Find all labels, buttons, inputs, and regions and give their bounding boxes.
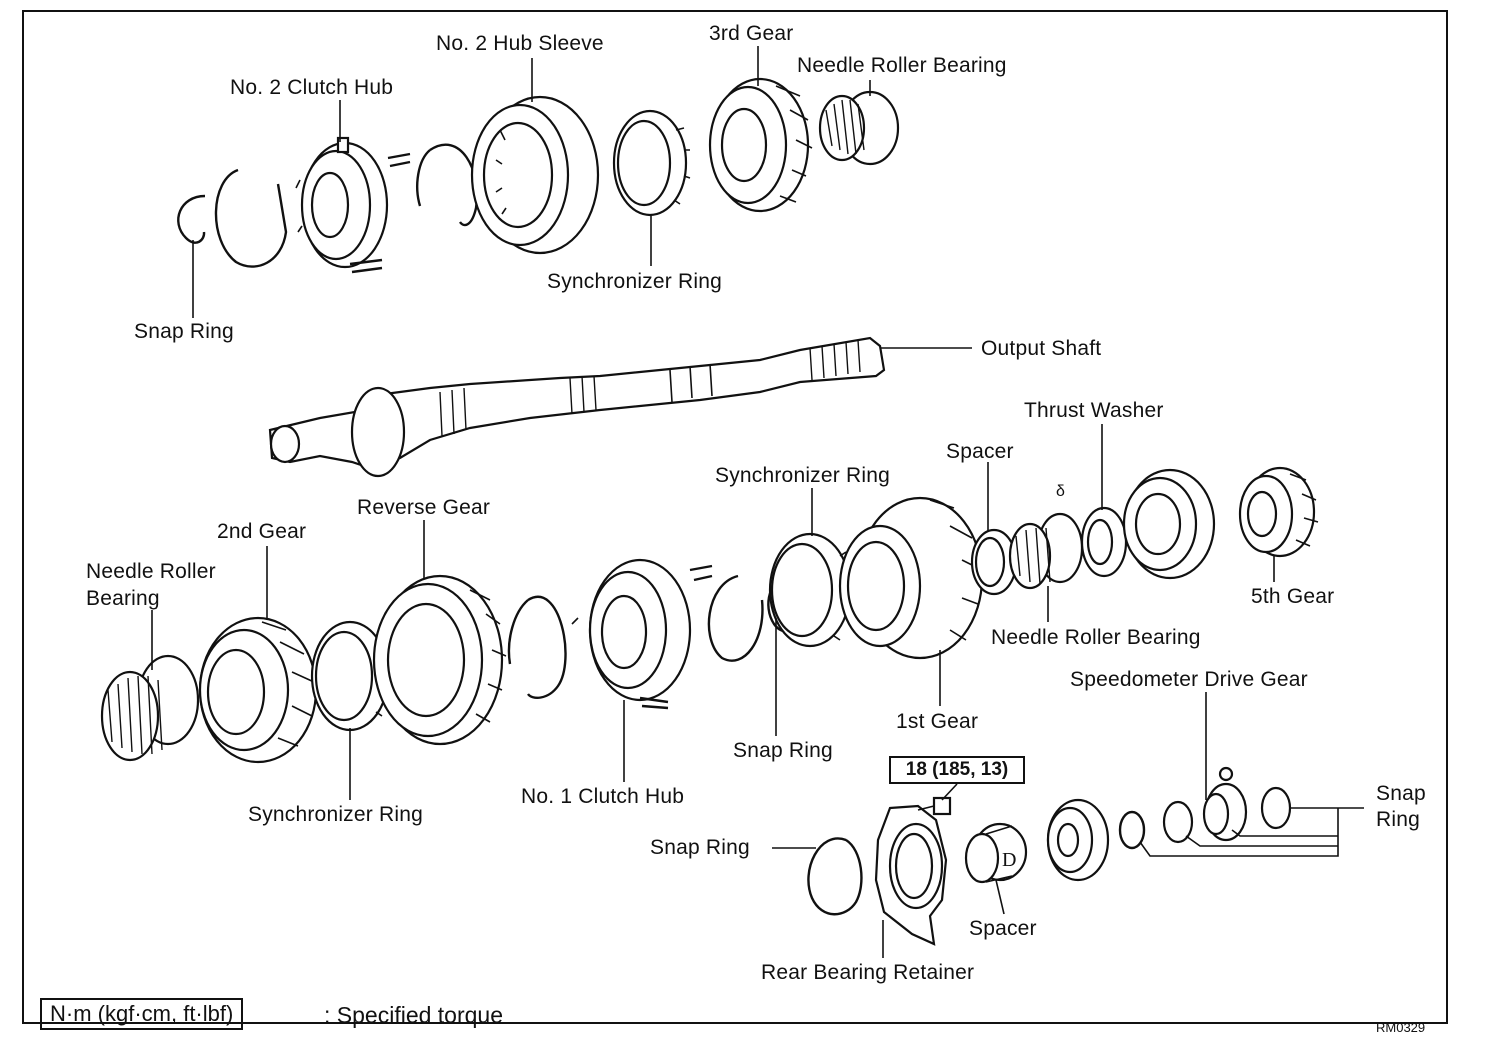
synchronizer-ring-mid-part [768,532,854,648]
label-no2-clutch-hub: No. 2 Clutch Hub [230,76,394,99]
label-thrust-washer: Thrust Washer [1024,399,1164,422]
thrust-washer-part [1080,506,1128,578]
snap-ring-lower-part [807,837,863,916]
label-rear-bearing-retainer: Rear Bearing Retainer [761,961,975,984]
fifth-gear-part [1238,466,1319,558]
torque-legend-text: : Specified torque [324,1002,504,1028]
label-third-gear: 3rd Gear [709,22,794,45]
ball-bearing-lower-part [1046,798,1110,882]
wire-ring-mid [707,574,764,662]
reverse-gear-part [372,574,507,746]
label-synchronizer-ring-top: Synchronizer Ring [547,270,722,293]
label-synchronizer-ring-bottom: Synchronizer Ring [248,803,423,826]
no1-clutch-hub-part [571,558,713,710]
synchronizer-ring-top-part [612,109,691,217]
label-first-gear: 1st Gear [896,710,979,733]
label-synchronizer-ring-mid: Synchronizer Ring [715,464,890,487]
snap-ring-small-3 [1260,786,1292,830]
spacer-upper-part [970,528,1018,596]
label-ball-mark: δ [1056,483,1066,500]
needle-roller-bearing-top-part [818,90,900,166]
needle-roller-bearing-right-part [1008,512,1084,590]
torque-units-legend-box: N·m (kgf·cm, ft·lbf) [40,998,244,1030]
label-no1-clutch-hub: No. 1 Clutch Hub [521,785,685,808]
needle-roller-bearing-left-part [100,654,200,762]
label-output-shaft: Output Shaft [981,337,1102,360]
label-snap-ring-mid: Snap Ring [733,739,833,762]
label-speedometer-drive-gear: Speedometer Drive Gear [1070,668,1308,691]
label-second-gear: 2nd Gear [217,520,307,543]
first-gear-part [838,496,984,660]
figure-code: RM0329 [1376,1020,1426,1035]
label-snap-ring-lower: Snap Ring [650,836,750,859]
label-snap-ring-right: Snap Ring [1376,782,1426,831]
synchronizer-ring-bottom-part [310,620,393,732]
wire-ring-lower [507,595,567,699]
leader-lines [151,46,1364,958]
rear-bearing-retainer-part [874,804,948,946]
third-gear-part [708,77,813,213]
svg-text:D: D [1002,849,1016,871]
label-needle-roller-bearing-left: Needle Roller Bearing [86,560,216,610]
no2-clutch-hub-part [295,136,411,274]
label-spacer-lower: Spacer [969,917,1037,940]
wire-ring-top [416,143,479,227]
label-fifth-gear: 5th Gear [1251,585,1335,608]
label-spacer-upper: Spacer [946,440,1014,463]
torque-value-box: 18 (185, 13) [889,756,1025,784]
second-gear-part [198,616,318,764]
snap-ring-small-1 [1118,810,1146,850]
snap-ring-top-part [177,168,288,268]
label-needle-roller-bearing-right: Needle Roller Bearing [991,626,1201,649]
speedometer-drive-gear-part [1202,766,1248,842]
snap-ring-small-2 [1162,800,1194,844]
ball-bearing-upper-part [1122,468,1216,580]
no2-hub-sleeve-part [470,95,600,255]
label-no2-hub-sleeve: No. 2 Hub Sleeve [436,32,604,55]
output-shaft-part [268,336,886,478]
label-snap-ring-top: Snap Ring [134,320,234,343]
label-reverse-gear: Reverse Gear [357,496,491,519]
bolt-part [917,796,952,816]
spacer-lower-part: D [964,822,1028,884]
label-needle-roller-bearing-top: Needle Roller Bearing [797,54,1007,77]
